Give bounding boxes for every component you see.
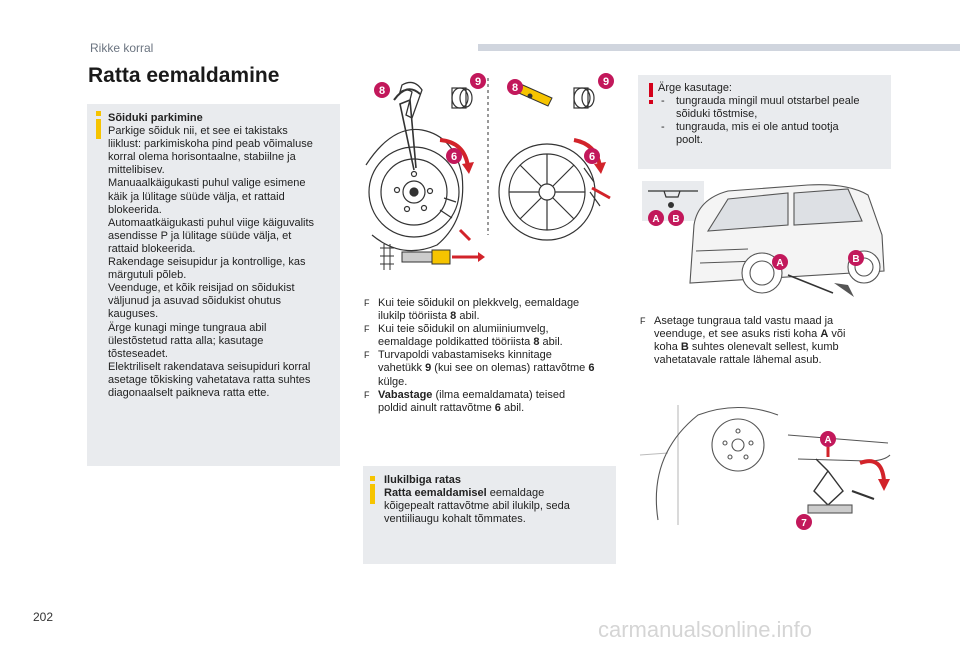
callout-6: 6: [446, 148, 462, 164]
callout-B-inset: B: [668, 210, 684, 226]
parking-line: Veenduge, et kõik reisijad on sõidukist: [108, 282, 295, 295]
header-bar: [478, 44, 960, 51]
step-4: Vabastage (ilma eemaldamata) teisedpoldi…: [364, 389, 620, 415]
parking-line: väljunud ja asuvad sõidukist ohutus: [108, 295, 282, 308]
svg-text:6: 6: [451, 151, 457, 163]
car-jack-points-illustration: A B A B: [642, 181, 885, 297]
callout-9-right: 9: [598, 73, 614, 89]
parking-line: Automaatkäigukasti puhul viige käiguvali…: [108, 216, 315, 229]
warning-icon: [649, 83, 653, 104]
parking-heading: Sõiduki parkimine: [108, 112, 203, 124]
hubcap-info-box: Ilukilbiga ratas Ratta eemaldamisel eema…: [363, 466, 616, 564]
callout-6-right: 6: [584, 148, 600, 164]
step-1: Kui teie sõidukil on plekkvelg, eemaldag…: [364, 297, 620, 323]
svg-text:9: 9: [603, 76, 609, 88]
parking-line: Ärge kunagi minge tungraua abil: [108, 321, 267, 334]
parking-line: Parkige sõiduk nii, et see ei takistaks: [108, 125, 288, 138]
parking-line: rattaid blokeerida.: [108, 242, 196, 255]
crank-arrow: [859, 459, 886, 482]
socket-adapter-2: [573, 87, 595, 109]
watermark: carmanualsonline.info: [598, 617, 813, 642]
parking-line: kauguses.: [108, 308, 159, 321]
parking-line: korral olema horisontaalne, stabiilne ja: [108, 151, 296, 164]
hubcap-heading: Ilukilbiga ratas: [384, 474, 462, 486]
svg-text:B: B: [672, 214, 679, 225]
warning-list: tungrauda mingil muul otstarbel pealesõi…: [658, 95, 888, 147]
parking-line: tõsteseadet.: [108, 347, 168, 360]
svg-text:A: A: [652, 214, 659, 225]
parking-line: ülestõstetud ratta alla; kasutage: [108, 334, 264, 347]
alloy-wheel-figure: [498, 143, 601, 241]
parking-line: asetage tõkisking vahetatava ratta suhte…: [108, 373, 311, 386]
parking-line: Rakendage seisupidur ja kontrollige, kas: [108, 256, 306, 269]
step-2: Kui teie sõidukil on alumiiniumvelg,eema…: [364, 323, 620, 349]
svg-text:B: B: [852, 254, 859, 265]
steps-text: Kui teie sõidukil on plekkvelg, eemaldag…: [364, 297, 620, 415]
parking-line: mittelibisev.: [108, 164, 165, 177]
warning-lead: Ärge kasutage:: [658, 82, 732, 94]
svg-text:9: 9: [475, 76, 481, 88]
wheel-removal-illustration: 8 9 6 8 9 6: [365, 73, 614, 270]
info-icon: [370, 476, 375, 504]
parking-line: blokeerida.: [108, 203, 162, 216]
callout-A-car: A: [772, 254, 788, 270]
callout-9: 9: [470, 73, 486, 89]
parking-line: liiklust: parkimiskoha pind peab võimalu…: [108, 138, 313, 151]
svg-text:8: 8: [379, 85, 385, 97]
parking-line: asendisse P ja lülitage süüde välja, et: [108, 229, 292, 242]
svg-text:6: 6: [589, 151, 595, 163]
parking-line: Manuaalkäigukasti puhul valige esimene: [108, 177, 306, 190]
parking-line: Elektriliselt rakendatava seisupiduri ko…: [108, 360, 311, 373]
steel-wheel-figure: [365, 88, 464, 252]
callout-B-car: B: [848, 250, 864, 266]
callout-8-right: 8: [507, 79, 523, 95]
parking-line: diagonaalselt paikneva ratta ette.: [108, 386, 270, 399]
jack-step: Asetage tungraua tald vastu maad ja veen…: [640, 315, 890, 367]
callout-7: 7: [796, 514, 812, 530]
parking-line: märgutuli põleb.: [108, 269, 187, 282]
jack-arrow: [787, 274, 834, 294]
callout-A-inset: A: [648, 210, 664, 226]
svg-text:A: A: [824, 435, 831, 446]
svg-text:A: A: [776, 258, 783, 269]
page-number: 202: [33, 610, 54, 624]
warning-text: Ärge kasutage: tungrauda mingil muul ots…: [658, 82, 888, 147]
callout-A-jack: A: [820, 431, 836, 447]
socket-adapter: [451, 87, 473, 109]
callout-8: 8: [374, 82, 390, 98]
jack-under-wheel-illustration: A 7: [639, 405, 891, 530]
svg-text:8: 8: [512, 82, 518, 94]
warning-item: tungrauda mingil muul otstarbel pealesõi…: [658, 95, 888, 121]
car-body: [689, 184, 885, 294]
parking-text: Sõiduki parkimine Parkige sõiduk nii, et…: [108, 112, 338, 400]
jack-text: Asetage tungraua tald vastu maad ja veen…: [640, 315, 890, 367]
hubcap-text: Ilukilbiga ratas Ratta eemaldamisel eema…: [384, 474, 609, 526]
warning-box: Ärge kasutage: tungrauda mingil muul ots…: [638, 75, 891, 169]
step-3: Turvapoldi vabastamiseks kinnitagevahetü…: [364, 349, 620, 388]
section-title: Rikke korral: [90, 41, 154, 55]
parking-info-box: Sõiduki parkimine Parkige sõiduk nii, et…: [87, 104, 340, 466]
wrench-tool: [398, 81, 423, 119]
rotate-arrow-left: [439, 138, 470, 167]
svg-text:7: 7: [801, 518, 807, 529]
page-title: Ratta eemaldamine: [88, 64, 280, 87]
parking-line: käik ja lülitage süüde välja, et rattaid: [108, 190, 285, 203]
info-icon: [96, 111, 101, 139]
tool-strip: [380, 244, 485, 270]
